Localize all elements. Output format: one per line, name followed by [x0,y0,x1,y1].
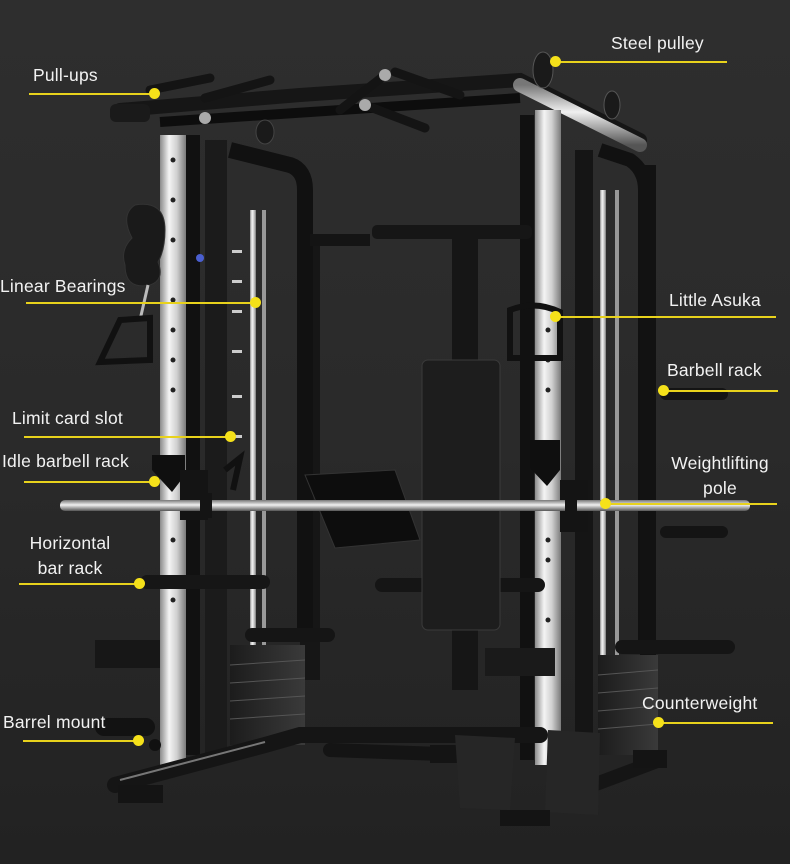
weightlifting-pole-line1: Weightlifting [671,453,769,473]
counterweight-label: Counterweight [642,693,758,713]
idle-barbell-rack-marker [148,475,160,487]
pull-ups-label: Pull-ups [33,65,98,85]
linear-bearings-leader [26,302,256,304]
barbell-rack-marker [657,384,669,396]
pull-ups-marker [148,87,160,99]
bench [304,225,532,631]
weightlifting-pole-leader [605,503,777,505]
limit-card-slot-leader [24,436,230,438]
weight-stacks [229,645,659,755]
steel-pulley-label: Steel pulley [611,33,704,53]
counterweight-marker [652,716,664,728]
limit-card-slot-label: Limit card slot [12,408,123,428]
horizontal-bar-rack-marker [133,577,145,589]
linear-bearings-marker [249,296,261,308]
barbell-rack-leader [663,390,778,392]
idle-barbell-rack-label: Idle barbell rack [2,451,129,471]
barrel-mount-label: Barrel mount [3,712,106,732]
little-asuka-marker [549,310,561,322]
horizontal-bar-rack-leader [19,583,139,585]
horizontal-bar-rack-line2: bar rack [37,558,103,578]
barrel-mount-marker [132,734,144,746]
pull-ups-leader [29,93,154,95]
barrel-mount-leader [23,740,138,742]
horizontal-bar-rack-line1: Horizontal [29,533,111,553]
barbell-rack-label: Barbell rack [667,360,762,380]
steel-pulley-leader [556,61,727,63]
weightlifting-pole-marker [599,497,611,509]
weightlifting-pole-line2: pole [703,478,737,498]
horizontal-bar-rack-label: Horizontal bar rack [12,533,128,579]
linear-bearings-label: Linear Bearings [0,276,126,296]
limit-card-slot-marker [224,430,236,442]
barbell [60,493,750,518]
counterweight-leader [658,722,773,724]
weightlifting-pole-label: Weightlifting pole [662,453,778,499]
idle-barbell-rack-leader [24,481,154,483]
top-frame [110,51,647,152]
left-column [95,135,335,765]
little-asuka-leader [556,316,776,318]
little-asuka-label: Little Asuka [669,290,761,310]
steel-pulley-marker [549,55,561,67]
base-frame [95,718,667,826]
